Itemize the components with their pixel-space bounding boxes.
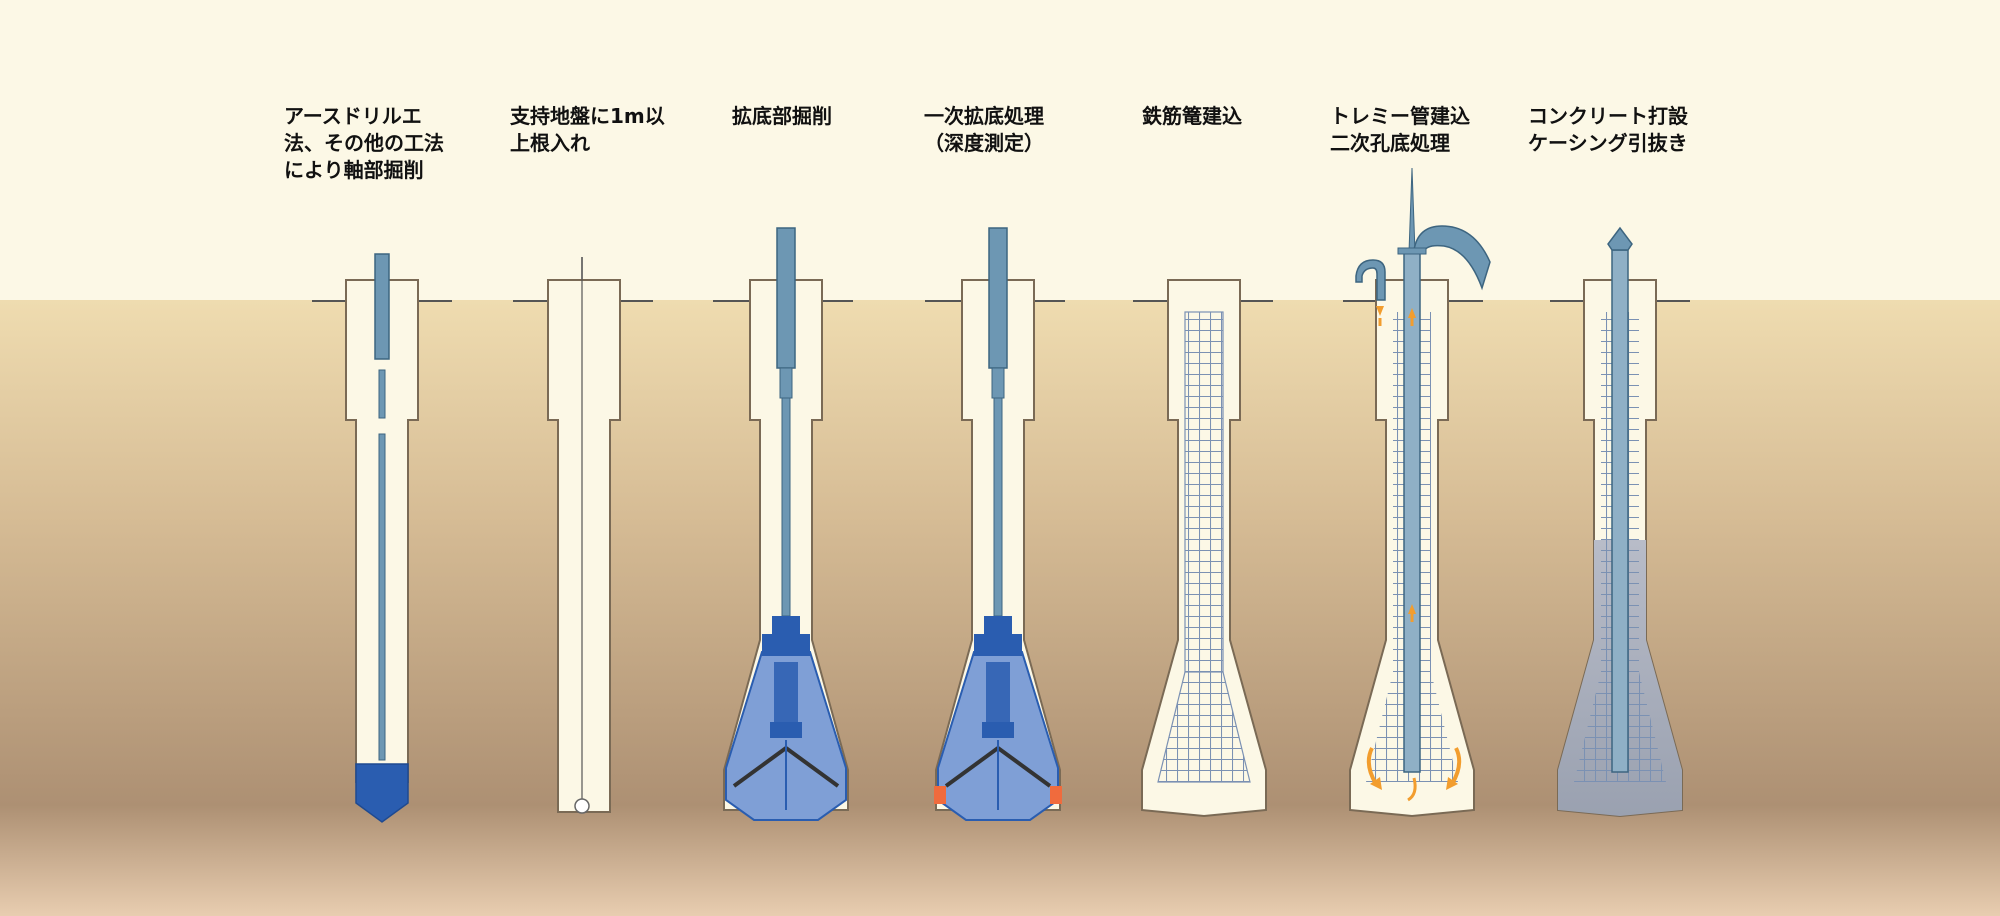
depth-sensor-left [934,786,946,804]
drill-rod [378,433,386,761]
bucket-hub [984,616,1012,634]
rebar-cage-upper [1185,312,1223,672]
drilling-bucket [355,763,409,823]
flow-arrow-bottom-left [1366,747,1378,786]
step-3-caption: 拡底部掘削 [732,103,832,130]
bucket-hub [772,616,800,634]
step-6-caption: トレミー管建込 二次孔底処理 [1330,103,1470,157]
drill-rod [779,367,793,399]
step-7-concrete-placing [1550,226,1690,818]
step-6-tremie-pipe [1343,167,1491,818]
caption-line: 法、その他の工法 [284,131,444,155]
cutter-arm-left [732,746,788,788]
step-1-shaft-excavation [312,253,452,823]
caption-line: 鉄筋篭建込 [1142,104,1242,128]
tremie-pipe [1403,251,1421,773]
step-7-caption: コンクリート打設 ケーシング引抜き [1528,103,1688,157]
caption-line: （深度測定） [924,131,1044,155]
rebar-cage-lower [1158,672,1250,782]
caption-line: 一次拡底処理 [924,104,1044,128]
step-3-underream-excavation [713,227,853,821]
flow-arrow [1408,308,1416,318]
caption-line: アースドリルエ [284,104,422,128]
caption-line: ケーシング引抜き [1528,131,1688,155]
return-pipe [1355,259,1386,301]
drill-kelly-bar [988,227,1008,369]
caption-line: コンクリート打設 [1528,104,1688,128]
step-4-first-bottom-treatment [925,227,1065,821]
drill-rod [993,397,1003,617]
suction-hose [1413,225,1491,291]
bucket-collar [974,634,1022,656]
tremie-hopper [1607,226,1633,251]
caption-line: 二次孔底処理 [1330,131,1450,155]
bucket-collar [762,634,810,656]
caption-line: 支持地盤に1m以 [510,104,665,128]
drill-rod [781,397,791,617]
cutter-arm-right [996,746,1052,788]
rebar-cage-outline [1184,311,1224,673]
borehole-bottom-marker [574,798,590,814]
bucket-shaft [774,662,798,722]
flow-arrow [1408,604,1416,614]
bucket-joint [770,722,802,738]
step-2-caption: 支持地盤に1m以 上根入れ [510,103,665,157]
rebar-cage-flare-outline [1157,671,1251,783]
borehole [547,279,621,813]
step-1-caption: アースドリルエ 法、その他の工法 により軸部掘削 [284,103,444,184]
bucket-joint [982,722,1014,738]
cutter-arm-right [784,746,840,788]
flow-arrow-bottom-right [1450,747,1462,786]
pipe-clamp [1397,247,1427,255]
drill-rod [991,367,1005,399]
depth-sensor-right [1050,786,1062,804]
flow-arrow [1376,306,1384,316]
drill-kelly-bar [374,253,390,360]
flow-arrow-bottom-left-head [1370,777,1382,790]
step-2-embedment [513,257,653,814]
caption-line: により軸部掘削 [284,158,424,182]
cutter-arm-left [944,746,1000,788]
drill-kelly-bar [776,227,796,369]
caption-line: 拡底部掘削 [732,104,832,128]
caption-line: トレミー管建込 [1330,104,1470,128]
bucket-shaft [986,662,1010,722]
tremie-pipe [1611,249,1629,773]
step-5-caption: 鉄筋篭建込 [1142,103,1242,130]
flow-arrow-bottom-center [1407,777,1417,802]
caption-line: 上根入れ [510,131,590,155]
flow-arrow-bottom-right-head [1446,777,1458,790]
step-5-rebar-cage [1133,279,1273,818]
step-4-caption: 一次拡底処理 （深度測定） [924,103,1044,157]
drill-rod [378,369,386,419]
